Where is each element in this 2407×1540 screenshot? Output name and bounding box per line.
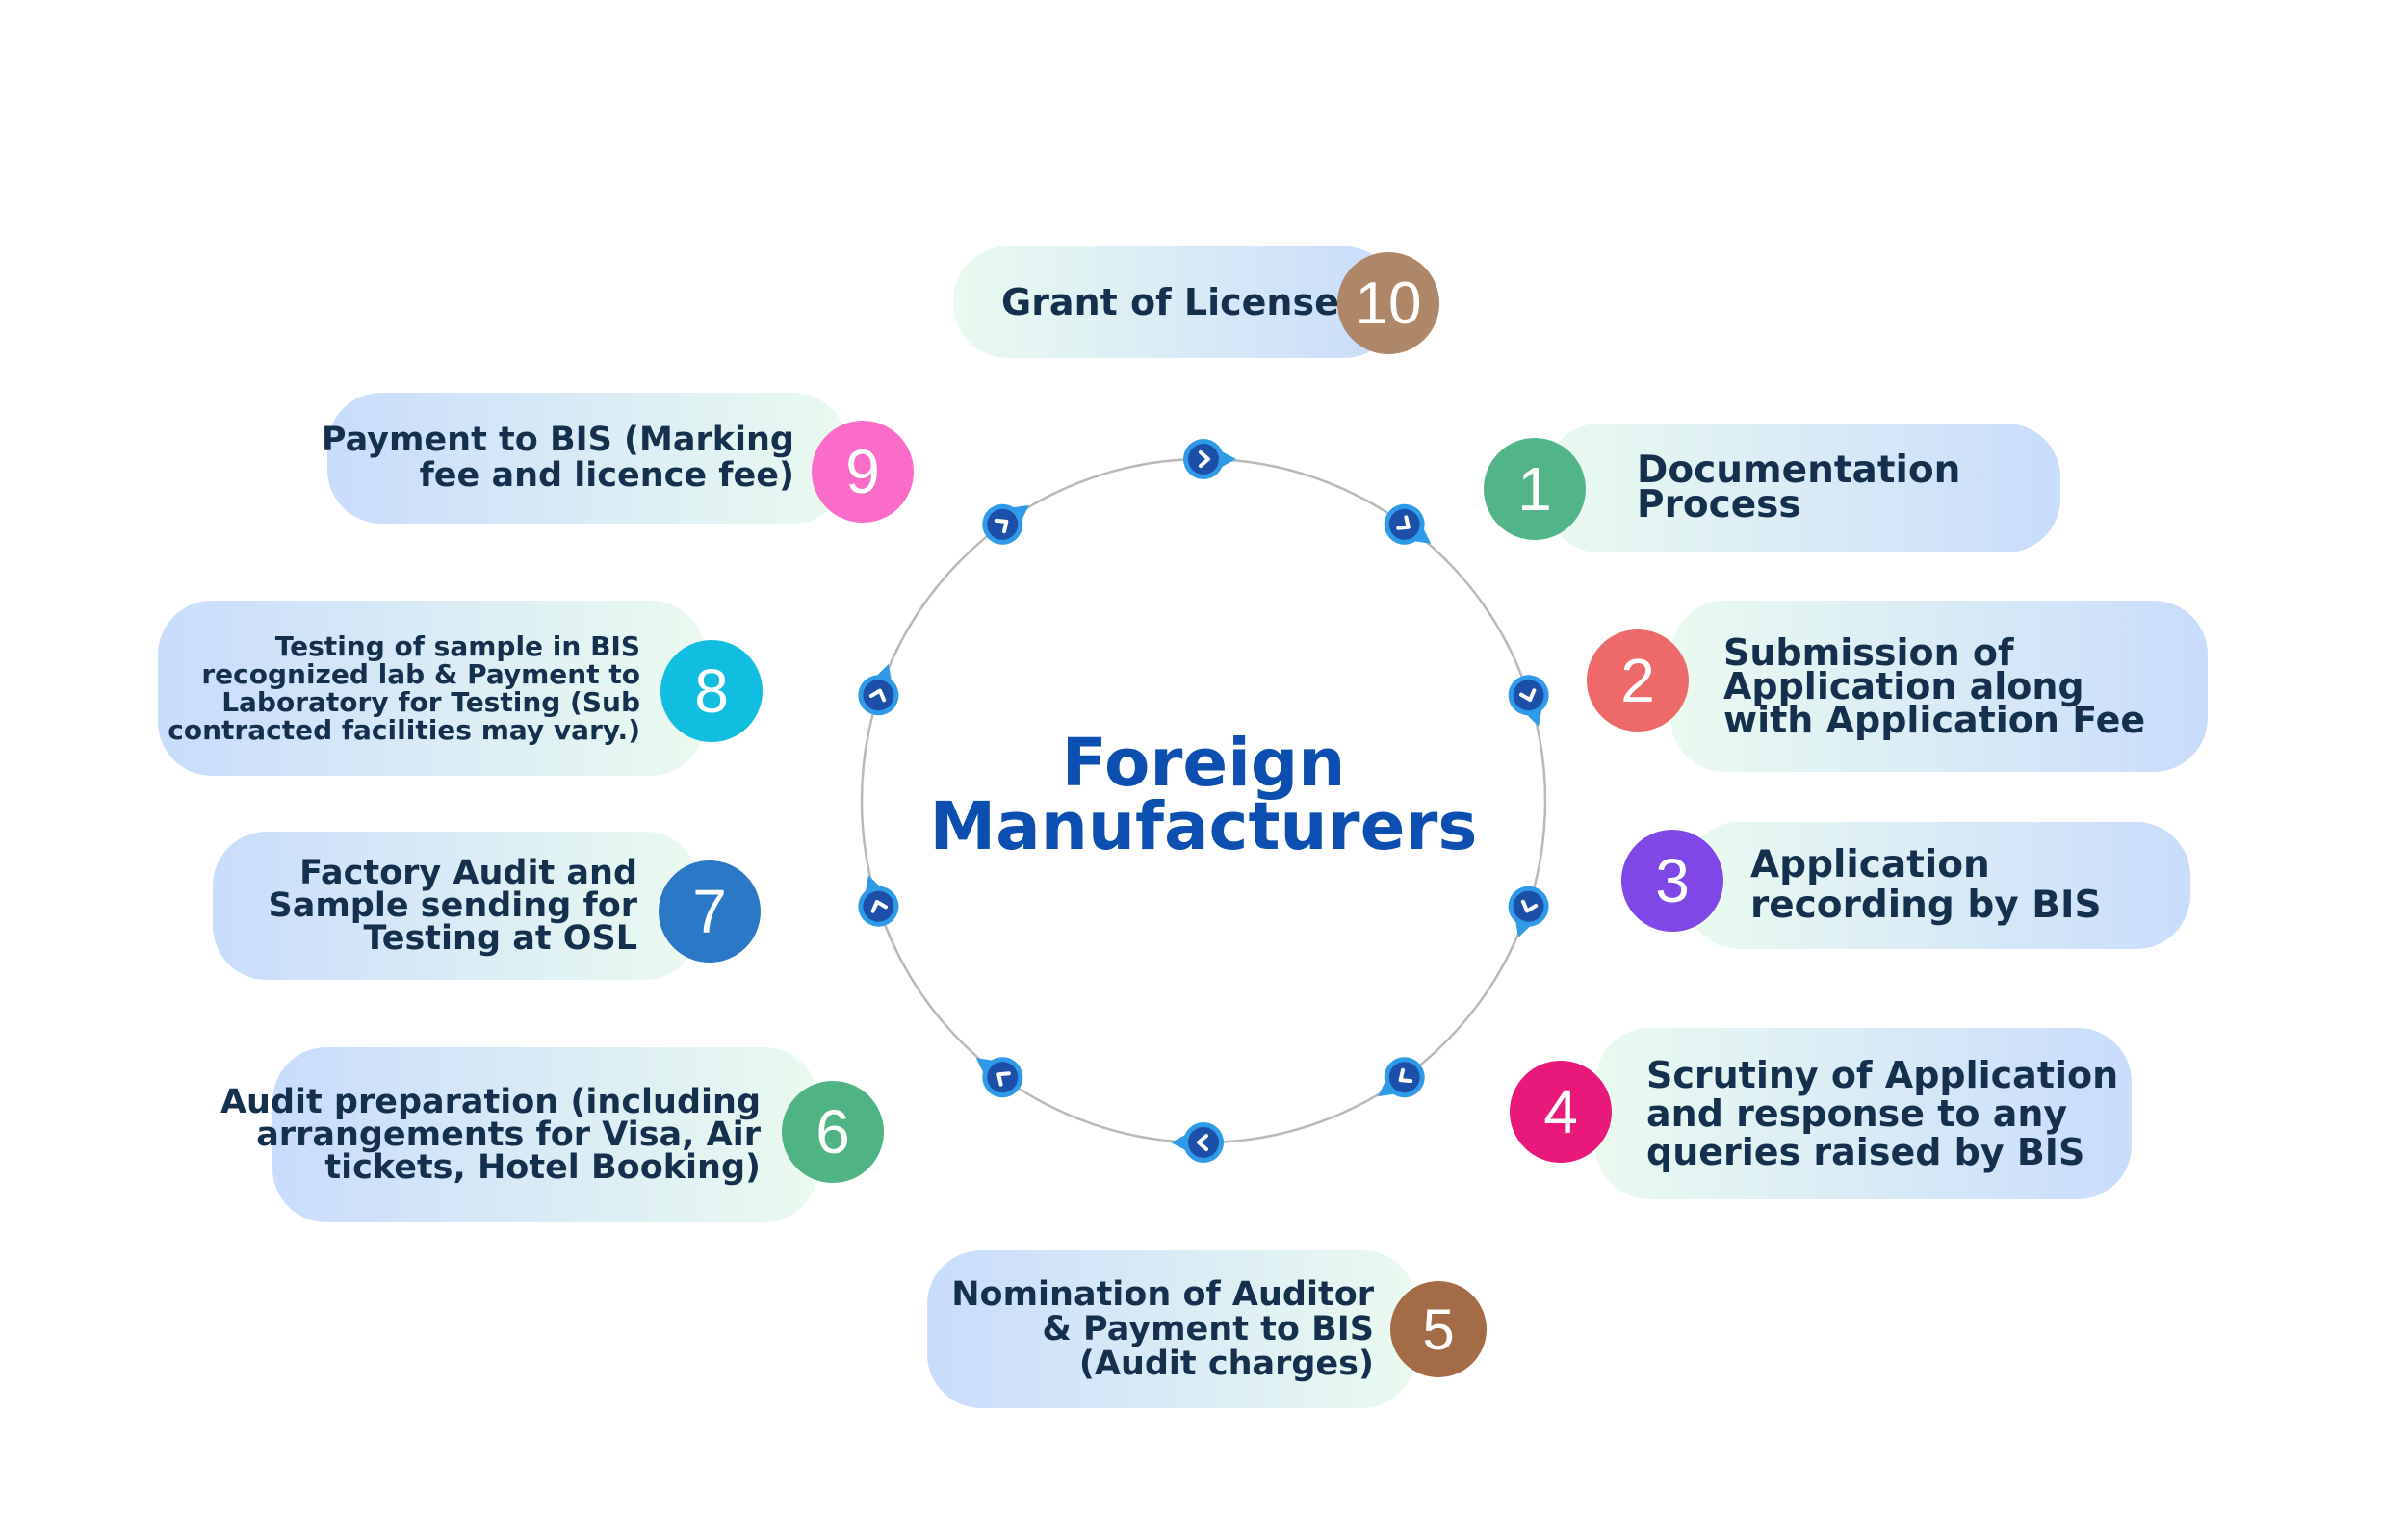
center-title-line-1: Foreign bbox=[1061, 725, 1346, 802]
step-10-badge: 10 bbox=[1337, 252, 1439, 354]
ring-marker-9 bbox=[858, 663, 899, 716]
step-8-card: Testing of sample in BIS recognized lab … bbox=[158, 601, 705, 776]
step-2-text: Submission of Application along with App… bbox=[1723, 630, 2146, 741]
step-4-badge: 4 bbox=[1510, 1061, 1612, 1163]
step-1-card: Documentation Process bbox=[1545, 424, 2060, 552]
step-6-badge: 6 bbox=[782, 1081, 884, 1183]
step-5-text: Nomination of Auditor & Payment to BIS (… bbox=[951, 1275, 1374, 1383]
step-8-text: Testing of sample in BIS recognized lab … bbox=[168, 630, 640, 746]
ring-marker-10 bbox=[982, 503, 1029, 545]
ring-marker-7 bbox=[975, 1057, 1023, 1098]
step-3-badge: 3 bbox=[1621, 830, 1723, 932]
step-1-badge: 1 bbox=[1484, 438, 1586, 540]
step-6-card: Audit preparation (including arrangement… bbox=[220, 1047, 818, 1222]
step-10-card: Grant of License bbox=[953, 246, 1398, 358]
step-2-badge: 2 bbox=[1587, 629, 1689, 732]
step-7-text: Factory Audit and Sample sending for Tes… bbox=[268, 854, 638, 958]
center-title: Foreign Manufacturers bbox=[895, 725, 1512, 865]
step-5-card: Nomination of Auditor & Payment to BIS (… bbox=[927, 1250, 1416, 1408]
step-1-text: Documentation Process bbox=[1637, 449, 1961, 526]
step-6-text: Audit preparation (including arrangement… bbox=[220, 1083, 761, 1187]
ring-marker-4 bbox=[1508, 886, 1549, 938]
step-3-card: Application recording by BIS bbox=[1685, 822, 2190, 949]
ring-marker-6 bbox=[1171, 1122, 1224, 1163]
step-3-text: Application recording by BIS bbox=[1750, 843, 2102, 927]
step-2-card: Submission of Application along with App… bbox=[1670, 601, 2208, 772]
step-7-badge: 7 bbox=[659, 860, 761, 962]
ring-marker-2 bbox=[1384, 503, 1432, 545]
ring-marker-8 bbox=[858, 875, 899, 927]
step-10-text: Grant of License bbox=[1001, 281, 1339, 323]
step-4-text: Scrutiny of Application and response to … bbox=[1646, 1054, 2119, 1173]
step-4-card: Scrutiny of Application and response to … bbox=[1595, 1028, 2132, 1199]
step-8-badge: 8 bbox=[660, 640, 763, 742]
step-5-badge: 5 bbox=[1390, 1281, 1487, 1377]
step-9-card: Payment to BIS (Marking fee and licence … bbox=[322, 393, 847, 524]
step-9-text: Payment to BIS (Marking fee and licence … bbox=[321, 421, 794, 495]
ring-marker-3 bbox=[1508, 675, 1549, 727]
ring-marker-1 bbox=[1183, 439, 1236, 479]
ring-marker-5 bbox=[1378, 1057, 1425, 1098]
step-7-card: Factory Audit and Sample sending for Tes… bbox=[213, 832, 699, 980]
step-9-badge: 9 bbox=[812, 421, 914, 523]
center-title-line-2: Manufacturers bbox=[929, 788, 1478, 865]
